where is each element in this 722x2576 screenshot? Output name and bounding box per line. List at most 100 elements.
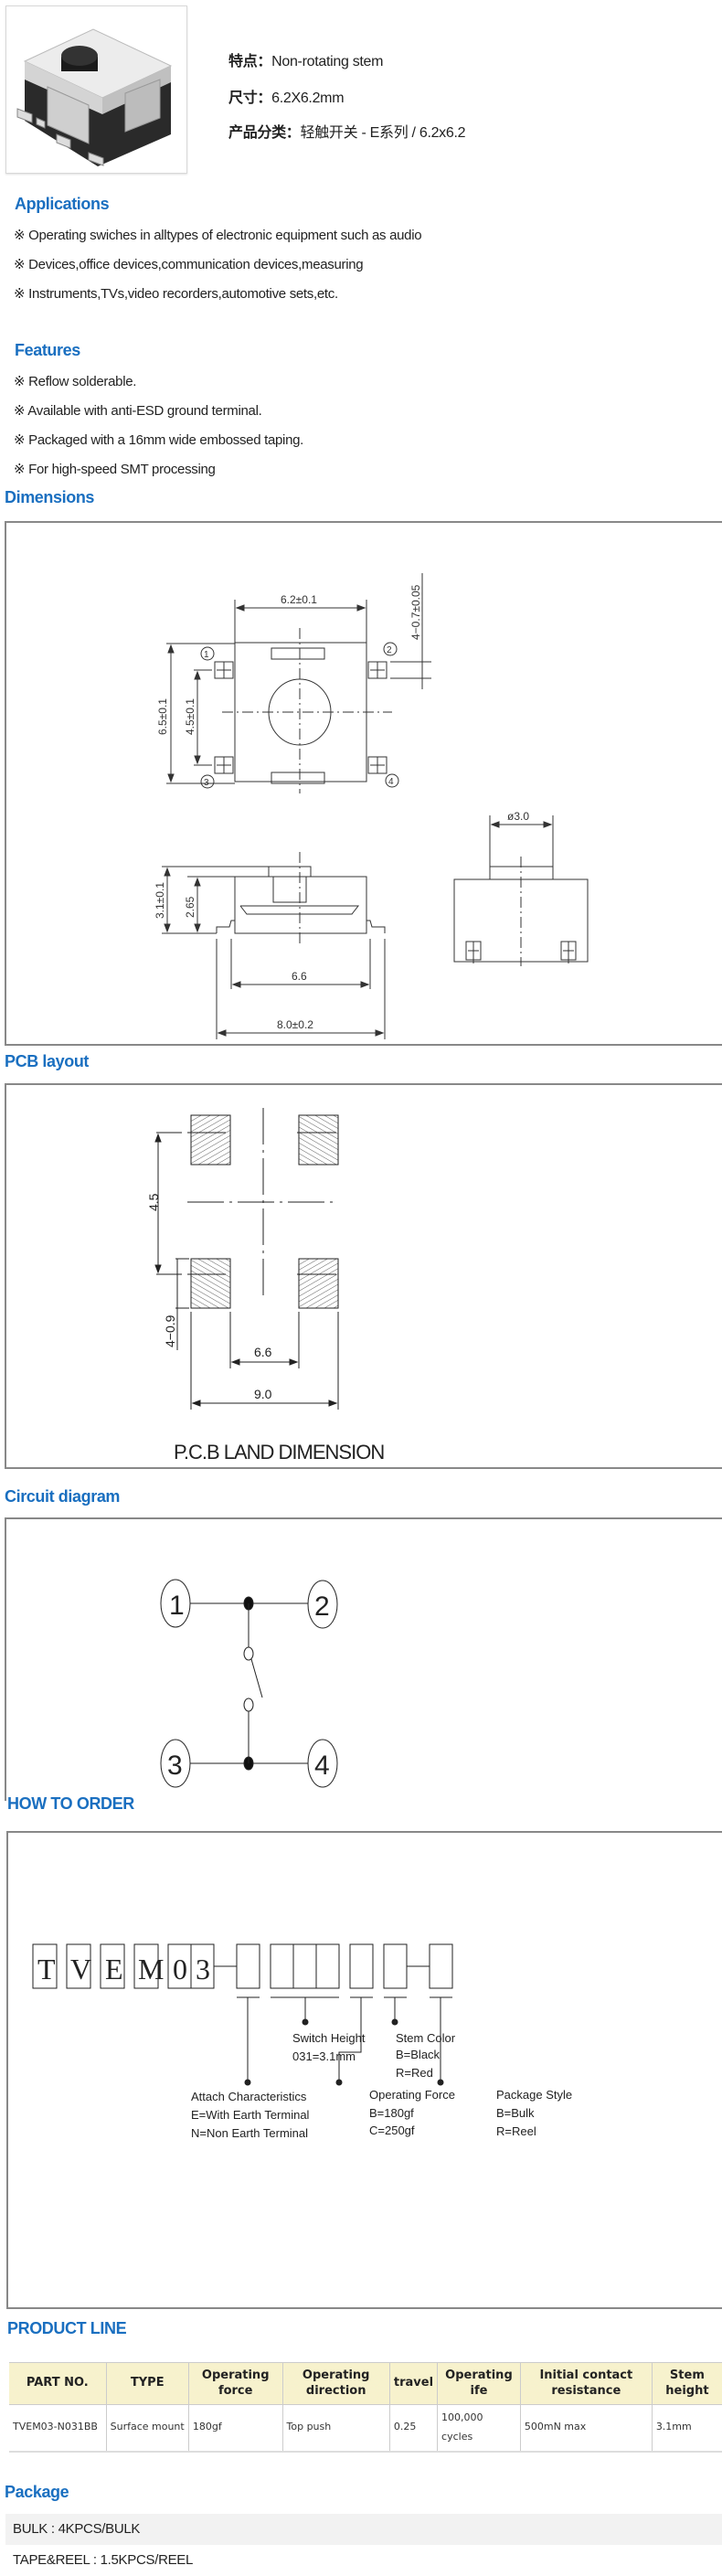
order-code-svg: T V E M 0 3 Switch Height 031=3.1mm Stem… — [32, 1943, 572, 2140]
table-row: TVEM03-N031BB Surface mount 180gf Top pu… — [9, 2404, 722, 2452]
col-contact-resistance: Initial contact resistance — [519, 2362, 653, 2405]
svg-text:E=With Earth Terminal: E=With Earth Terminal — [191, 2108, 310, 2122]
dim-width-label: 6.2±0.1 — [281, 593, 317, 606]
feature-item: ※ Available with anti-ESD ground termina… — [14, 403, 262, 419]
table-header-row: PART NO. TYPE Operating force Operating … — [9, 2362, 722, 2405]
svg-text:1: 1 — [169, 1591, 185, 1621]
svg-text:C=250gf: C=250gf — [369, 2124, 415, 2137]
pin-4-label: 4 — [388, 777, 394, 787]
col-travel: travel — [388, 2362, 438, 2405]
cell-type: Surface mount — [105, 2404, 189, 2452]
tactile-switch-image — [16, 28, 173, 166]
pcb-drawing: 4.5 4−0.9 6.6 9.0 P.C.B LAND DIMENSION — [5, 1083, 722, 1469]
col-operating-life: Operating ife — [437, 2362, 521, 2405]
product-line-title: PRODUCT LINE — [7, 2319, 127, 2337]
code-char: M — [138, 1953, 164, 1985]
spec-category: 产品分类：轻触开关 - E系列 / 6.2x6.2 — [228, 125, 466, 141]
feature-item: ※ Reflow solderable. — [14, 374, 137, 389]
pin-3-label: 3 — [204, 778, 209, 788]
dim-stem-dia-label: ø3.0 — [507, 810, 529, 823]
group-force-title: Operating Force — [369, 2088, 455, 2102]
slot-force — [349, 1943, 374, 1989]
switch-lever — [250, 1658, 263, 1698]
package-item-bulk: BULK : 4KPCS/BULK — [5, 2514, 722, 2545]
dim-total-height-label: 3.1±0.1 — [154, 882, 166, 919]
package-item-reel: TAPE&REEL : 1.5KPCS/REEL — [13, 2552, 194, 2568]
slot-height-3 — [315, 1943, 340, 1989]
dim-pitch-label: 4.5±0.1 — [184, 698, 196, 735]
code-char: T — [37, 1953, 56, 1985]
slot-attach — [236, 1943, 260, 1989]
how-to-order-diagram: T V E M 0 3 Switch Height 031=3.1mm Stem… — [6, 1831, 722, 2309]
circuit-drawing: 1 2 3 4 — [5, 1517, 722, 1801]
col-stem-height: Stem height — [651, 2362, 722, 2405]
pad-2 — [298, 1114, 339, 1166]
application-item: ※ Devices,office devices,communication d… — [14, 257, 364, 272]
dim-terminal-label: 4−0.7±0.05 — [409, 584, 422, 640]
features-title: Features — [15, 341, 80, 359]
col-part-no: PART NO. — [9, 2362, 107, 2405]
pin-2-label: 2 — [387, 645, 392, 655]
col-operating-force: Operating force — [187, 2362, 283, 2405]
svg-text:R=Red: R=Red — [396, 2066, 433, 2080]
svg-text:R=Reel: R=Reel — [496, 2124, 536, 2138]
code-char: 3 — [196, 1953, 210, 1985]
cell-life: 100,000 cycles — [437, 2404, 521, 2452]
applications-title: Applications — [15, 195, 110, 213]
slot-height-1 — [270, 1943, 294, 1989]
cell-direction: Top push — [281, 2404, 390, 2452]
feature-item: ※ Packaged with a 16mm wide embossed tap… — [14, 432, 304, 448]
dim-body-height-label: 2.65 — [184, 896, 196, 918]
slot-height-2 — [292, 1943, 317, 1989]
svg-text:4: 4 — [314, 1751, 330, 1781]
application-item: ※ Instruments,TVs,video recorders,automo… — [14, 286, 338, 302]
group-stem-color-title: Stem Color — [396, 2031, 456, 2045]
svg-text:B=180gf: B=180gf — [369, 2106, 414, 2120]
dim-inner-span-label: 6.6 — [292, 970, 307, 983]
circuit-title: Circuit diagram — [5, 1487, 121, 1506]
code-char: V — [70, 1953, 91, 1985]
package-title: Package — [5, 2483, 69, 2501]
code-char: E — [105, 1953, 123, 1985]
dim-outer-span-label: 8.0±0.2 — [277, 1018, 313, 1031]
group-switch-height-title: Switch Height — [292, 2031, 366, 2045]
slot-package — [429, 1943, 453, 1989]
product-line-table: PART NO. TYPE Operating force Operating … — [9, 2362, 722, 2453]
svg-text:3: 3 — [167, 1751, 183, 1781]
product-photo — [5, 5, 187, 174]
feature-item: ※ For high-speed SMT processing — [14, 462, 216, 477]
pcb-title: PCB layout — [5, 1052, 90, 1070]
pcb-outer-label: 9.0 — [254, 1387, 272, 1401]
svg-text:N=Non Earth Terminal: N=Non Earth Terminal — [191, 2126, 308, 2140]
circuit-svg: 1 2 3 4 — [160, 1579, 338, 1788]
cell-force: 180gf — [187, 2404, 283, 2452]
group-package-title: Package Style — [496, 2088, 572, 2102]
pad-3 — [190, 1258, 231, 1309]
pin-2-circle — [307, 1580, 338, 1629]
switch-contact-bottom — [243, 1698, 254, 1712]
spec-size: 尺寸：6.2X6.2mm — [228, 90, 345, 106]
svg-text:B=Black: B=Black — [396, 2048, 441, 2061]
cell-resistance: 500mN max — [519, 2404, 653, 2452]
svg-text:2: 2 — [314, 1591, 330, 1622]
dimensions-drawing: 6.2±0.1 4−0.7±0.05 6.5±0.1 4.5±0.1 1 2 3… — [5, 521, 722, 1046]
dim-height-label: 6.5±0.1 — [156, 698, 169, 735]
pcb-pad-label: 4−0.9 — [163, 1315, 177, 1347]
pcb-inner-label: 6.6 — [254, 1345, 272, 1359]
pad-1 — [190, 1114, 231, 1166]
svg-text:031=3.1mm: 031=3.1mm — [292, 2049, 356, 2063]
col-type: TYPE — [105, 2362, 189, 2405]
code-char: 0 — [173, 1953, 187, 1985]
group-attach-title: Attach Characteristics — [191, 2090, 307, 2103]
svg-text:B=Bulk: B=Bulk — [496, 2106, 535, 2120]
switch-contact-top — [243, 1646, 254, 1661]
how-to-order-title: HOW TO ORDER — [7, 1794, 134, 1813]
cell-part-no: TVEM03-N031BB — [13, 2421, 98, 2433]
slot-color — [383, 1943, 408, 1989]
pcb-svg: 4.5 4−0.9 6.6 9.0 P.C.B LAND DIMENSION — [146, 1108, 385, 1464]
application-item: ※ Operating swiches in alltypes of elect… — [14, 228, 422, 243]
spec-feature: 特点：Non-rotating stem — [228, 54, 384, 69]
dimensions-svg: 6.2±0.1 4−0.7±0.05 6.5±0.1 4.5±0.1 1 2 3… — [154, 573, 589, 1039]
pad-4 — [298, 1258, 339, 1309]
cell-stem-height: 3.1mm — [651, 2404, 722, 2452]
